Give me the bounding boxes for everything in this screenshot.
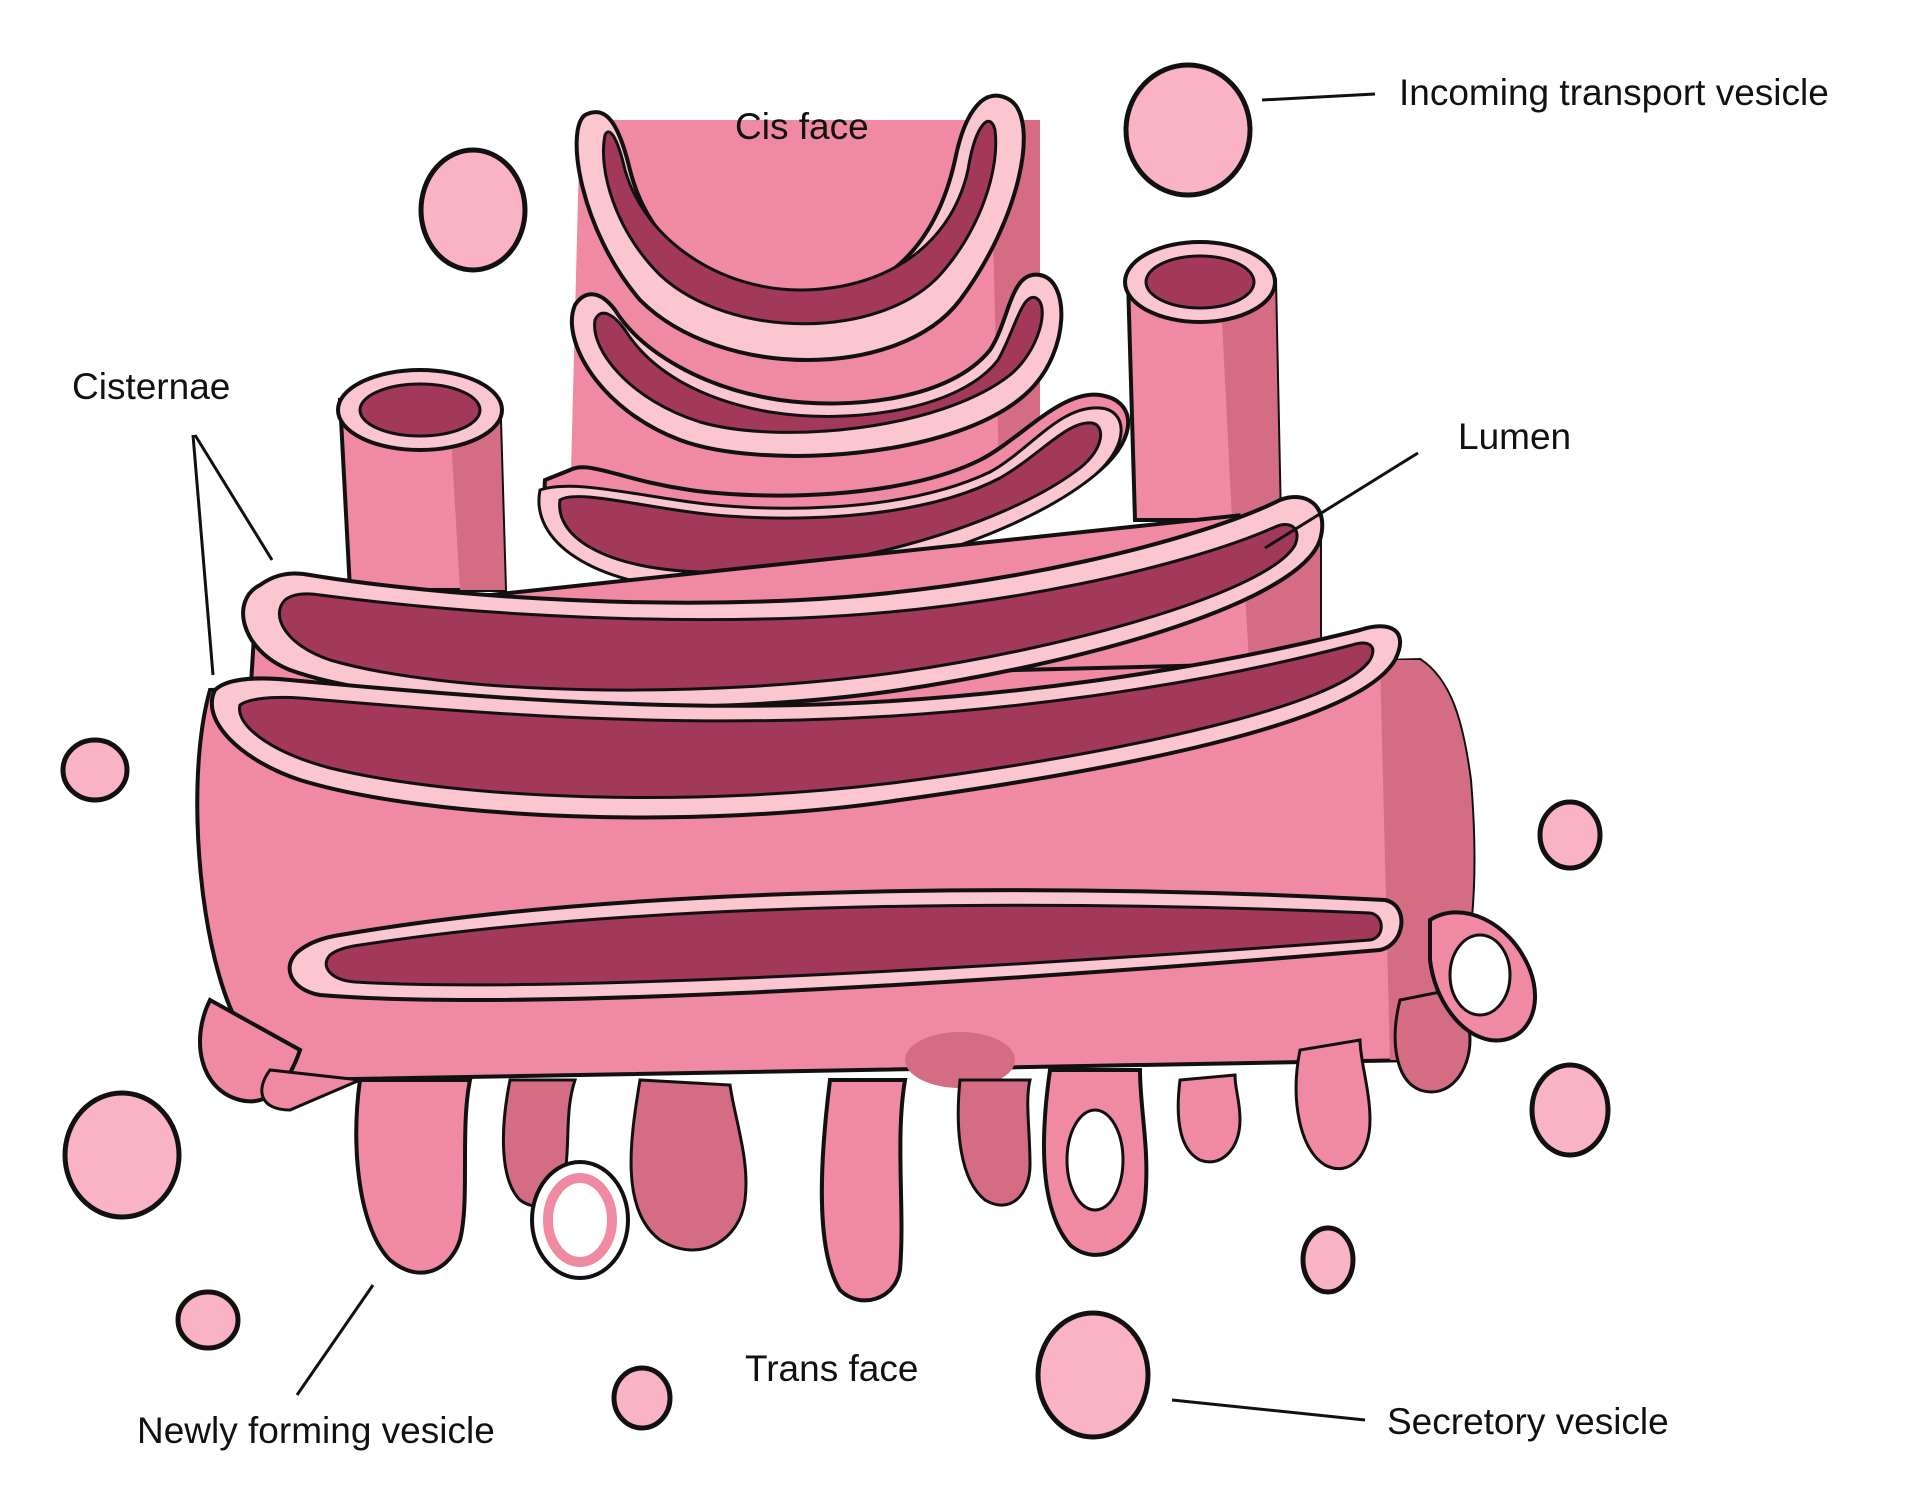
leader-secretory-vesicle [1171,1398,1366,1422]
vesicles [60,62,1611,1440]
vesicle-small-bottom-mid [611,1365,673,1431]
label-cisternae: Cisternae [72,366,231,407]
sixth-cisterna [287,888,1404,1088]
label-incoming-transport-vesicle: Incoming transport vesicle [1399,72,1829,113]
label-trans-face: Trans face [745,1348,919,1389]
vesicle-small-bottom-left [175,1289,241,1351]
leader-incoming-transport-vesicle [1261,92,1376,102]
label-lumen: Lumen [1458,416,1572,457]
trans-buds [198,910,1537,1303]
vesicle-left-lower [62,1090,182,1220]
vesicle-right-mid [1537,799,1603,871]
label-secretory-vesicle: Secretory vesicle [1387,1401,1669,1442]
leader-cisternae-a [193,434,274,561]
secretory-vesicle [1035,1310,1151,1440]
leader-lumen [1264,451,1419,550]
label-newly-forming-vesicle: Newly forming vesicle [137,1410,495,1451]
fifth-cisterna [209,624,1402,820]
vesicle-small-bottom-right [1300,1225,1356,1295]
left-tube [336,368,508,592]
leader-newly-forming-vesicle [295,1284,375,1396]
incoming-transport-vesicle [1123,62,1253,198]
leader-cisternae-b [191,434,215,676]
vesicle-right-lower [1529,1062,1611,1158]
vesicle-left-mid [60,737,130,803]
vesicle-upper-left [418,147,528,273]
label-cis-face: Cis face [735,106,869,147]
right-tube [1123,240,1283,522]
second-arch [569,272,1064,458]
leader-lines [191,92,1419,1422]
